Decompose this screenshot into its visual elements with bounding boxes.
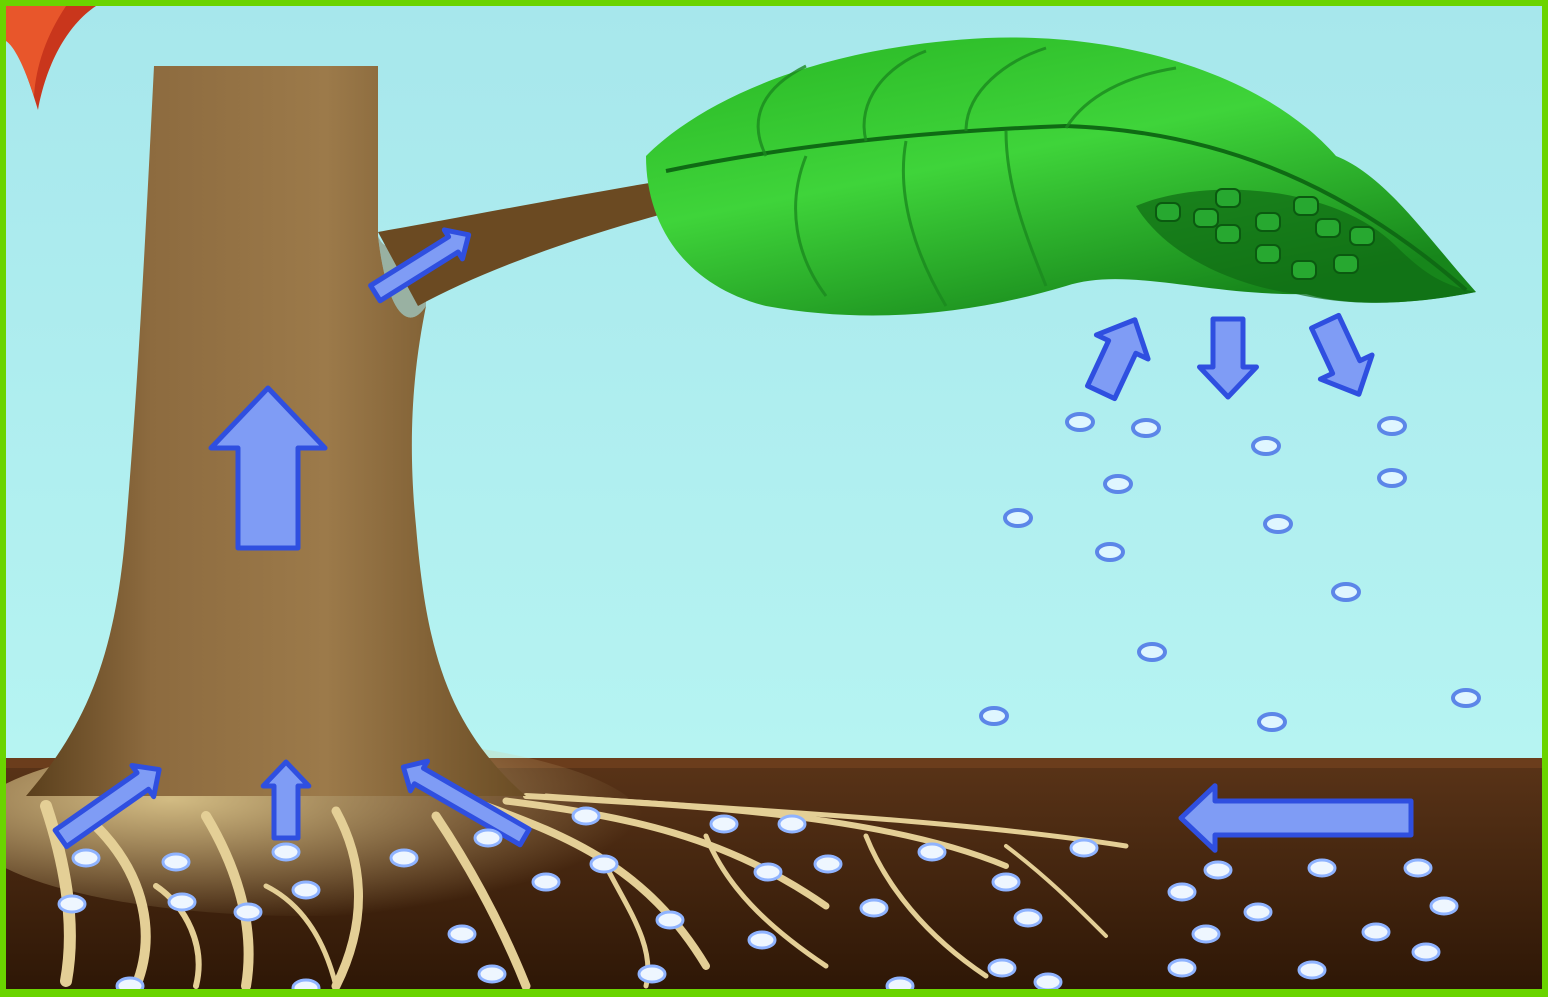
water-drop-icon [1379, 470, 1405, 486]
water-drop-icon [573, 808, 599, 824]
water-drop-icon [1035, 974, 1061, 989]
water-drop-icon [533, 874, 559, 890]
water-drop-icon [981, 708, 1007, 724]
water-drop-icon [449, 926, 475, 942]
water-drop-icon [163, 854, 189, 870]
water-drop-icon [1133, 420, 1159, 436]
stomata-icon [1334, 255, 1358, 273]
water-drop-icon [293, 882, 319, 898]
water-drop-icon [1363, 924, 1389, 940]
water-drop-icon [1205, 862, 1231, 878]
water-drop-icon [1413, 944, 1439, 960]
water-drop-icon [1259, 714, 1285, 730]
water-drop-icon [755, 864, 781, 880]
water-drop-icon [993, 874, 1019, 890]
water-drop-icon [1379, 418, 1405, 434]
water-drop-icon [1253, 438, 1279, 454]
water-drop-icon [73, 850, 99, 866]
stomata-icon [1350, 227, 1374, 245]
water-drop-icon [1015, 910, 1041, 926]
water-drop-icon [591, 856, 617, 872]
water-drop-icon [1333, 584, 1359, 600]
water-drop-icon [1309, 860, 1335, 876]
water-drop-icon [235, 904, 261, 920]
water-drop-icon [989, 960, 1015, 976]
water-drop-icon [1245, 904, 1271, 920]
water-drop-icon [1265, 516, 1291, 532]
water-drop-icon [1431, 898, 1457, 914]
water-drop-icon [169, 894, 195, 910]
water-drop-icon [59, 896, 85, 912]
water-drop-icon [711, 816, 737, 832]
water-drop-icon [1097, 544, 1123, 560]
water-drop-icon [1005, 510, 1031, 526]
water-drop-icon [861, 900, 887, 916]
water-drop-icon [293, 980, 319, 989]
water-drop-icon [639, 966, 665, 982]
transpiration-diagram [6, 6, 1542, 989]
water-drop-icon [479, 966, 505, 982]
water-drop-icon [749, 932, 775, 948]
water-drop-icon [1071, 840, 1097, 856]
water-drop-icon [117, 978, 143, 989]
water-drop-icon [1453, 690, 1479, 706]
stomata-icon [1294, 197, 1318, 215]
water-drop-icon [657, 912, 683, 928]
water-drop-icon [1405, 860, 1431, 876]
water-drop-icon [779, 816, 805, 832]
water-drop-icon [1299, 962, 1325, 978]
water-drop-icon [391, 850, 417, 866]
water-drop-icon [1139, 644, 1165, 660]
water-drop-icon [1105, 476, 1131, 492]
water-drop-icon [1067, 414, 1093, 430]
stomata-icon [1316, 219, 1340, 237]
water-drop-icon [887, 978, 913, 989]
stomata-icon [1216, 225, 1240, 243]
stomata-icon [1156, 203, 1180, 221]
stomata-icon [1256, 245, 1280, 263]
stomata-icon [1292, 261, 1316, 279]
water-drop-icon [1169, 960, 1195, 976]
water-drop-icon [1193, 926, 1219, 942]
stomata-icon [1256, 213, 1280, 231]
water-drop-icon [475, 830, 501, 846]
water-drop-icon [919, 844, 945, 860]
water-drop-icon [273, 844, 299, 860]
stomata-icon [1216, 189, 1240, 207]
water-drop-icon [815, 856, 841, 872]
water-drop-icon [1169, 884, 1195, 900]
stomata-icon [1194, 209, 1218, 227]
